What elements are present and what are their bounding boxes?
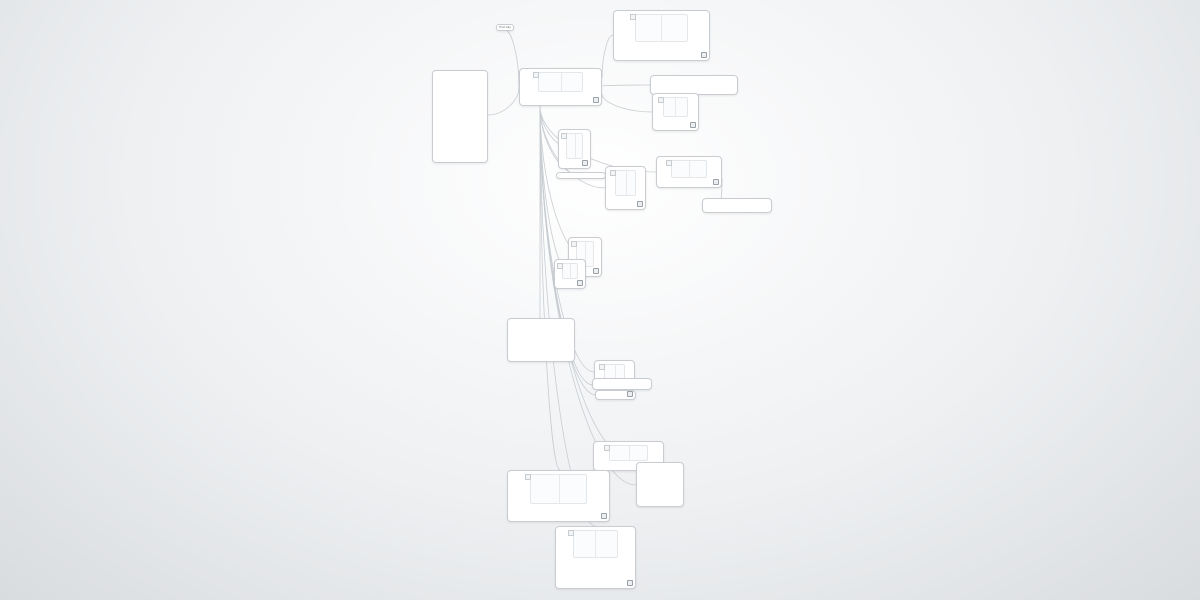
node-top-label[interactable]: Trình bày	[496, 24, 514, 31]
broken-image-icon	[561, 133, 583, 159]
broken-image-icon	[532, 72, 584, 92]
broken-image-icon	[609, 170, 637, 196]
note-icon[interactable]	[582, 160, 588, 166]
node-small-tag[interactable]	[595, 390, 636, 400]
broken-image-icon	[524, 474, 588, 504]
broken-image-icon	[604, 445, 648, 461]
node-mid-right-b[interactable]	[656, 156, 722, 188]
node-top-label-text: Trình bày	[499, 26, 511, 29]
connector-line	[601, 93, 653, 113]
node-list-block[interactable]	[507, 318, 575, 362]
note-icon[interactable]	[577, 280, 583, 286]
note-icon[interactable]	[701, 52, 707, 58]
node-right-note-b[interactable]	[652, 93, 699, 131]
node-bottom-right-note[interactable]	[636, 462, 684, 507]
node-bottom-left[interactable]	[507, 470, 610, 522]
connector-line	[601, 34, 614, 79]
node-top-right[interactable]	[613, 10, 710, 61]
broken-image-icon	[666, 160, 707, 178]
connector-line	[601, 84, 651, 87]
node-mid-right-a[interactable]	[605, 166, 646, 210]
note-icon[interactable]	[593, 268, 599, 274]
connector-line	[539, 105, 637, 486]
node-bottom-mid[interactable]	[555, 526, 636, 589]
note-icon[interactable]	[690, 122, 696, 128]
broken-image-icon	[658, 97, 688, 117]
node-lower-mid-b[interactable]	[554, 259, 586, 289]
connector-line	[504, 29, 520, 88]
node-lower-right-a-caption[interactable]	[592, 378, 652, 390]
broken-image-icon	[568, 530, 618, 558]
broken-image-icon	[557, 263, 578, 279]
note-icon[interactable]	[637, 201, 643, 207]
note-icon[interactable]	[601, 513, 607, 519]
note-icon[interactable]	[627, 580, 633, 586]
note-icon[interactable]	[593, 97, 599, 103]
node-bottom-center[interactable]	[593, 441, 664, 471]
connector-line	[487, 86, 520, 116]
node-left-notes[interactable]	[432, 70, 488, 163]
note-icon[interactable]	[713, 179, 719, 185]
broken-image-icon	[629, 14, 689, 42]
node-right-note-a[interactable]	[650, 75, 738, 95]
node-mid-small-caption[interactable]	[556, 172, 606, 179]
note-icon[interactable]	[627, 391, 633, 397]
node-far-right-note[interactable]	[702, 198, 772, 213]
connector-line	[539, 105, 597, 527]
node-mid-small[interactable]	[558, 129, 591, 169]
node-central[interactable]	[519, 68, 602, 106]
